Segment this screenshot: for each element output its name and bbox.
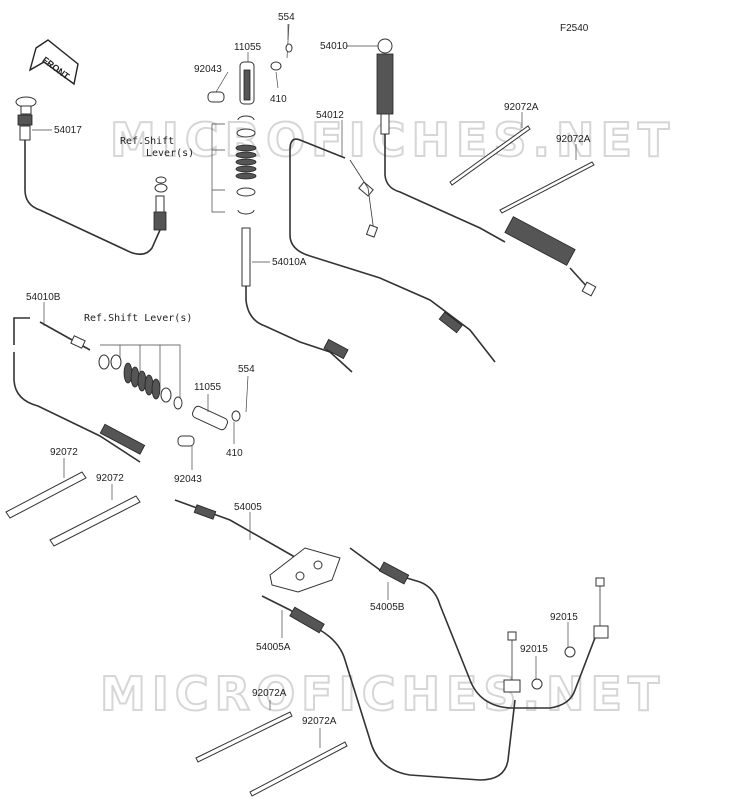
label-92043-top[interactable]: 92043: [194, 64, 222, 75]
label-54005[interactable]: 54005: [234, 502, 262, 513]
label-410-mid[interactable]: 410: [226, 448, 243, 459]
watermark-bottom: MICROFICHES.NET: [100, 667, 665, 721]
cable-54010B[interactable]: [13, 317, 146, 463]
shift-lever-parts-top: [207, 23, 293, 215]
spring-middle: [123, 362, 161, 400]
band-92072A-bottom: [195, 711, 348, 797]
label-410-top[interactable]: 410: [270, 94, 287, 105]
label-54012[interactable]: 54012: [316, 110, 344, 121]
label-92072A-1[interactable]: 92072A: [504, 102, 539, 113]
label-92072A-3[interactable]: 92072A: [252, 688, 287, 699]
label-554-top[interactable]: 554: [278, 12, 295, 23]
label-54010A[interactable]: 54010A: [272, 257, 307, 268]
label-92015-2[interactable]: 92015: [520, 644, 548, 655]
label-54005A[interactable]: 54005A: [256, 642, 291, 653]
label-11055-mid[interactable]: 11055: [194, 382, 222, 393]
ref-shift-lever-top-line1: Ref.Shift: [120, 136, 174, 147]
cable-54005B[interactable]: [349, 547, 609, 709]
label-54010[interactable]: 54010: [320, 41, 348, 52]
label-92015-1[interactable]: 92015: [550, 612, 578, 623]
label-11055-top[interactable]: 11055: [234, 42, 262, 53]
label-554-mid[interactable]: 554: [238, 364, 255, 375]
shift-lever-parts-middle: [98, 344, 249, 447]
label-92072A-4[interactable]: 92072A: [302, 716, 337, 727]
figure-code: F2540: [560, 23, 589, 34]
nut-92015: [531, 646, 576, 690]
watermark-top: MICROFICHES.NET: [110, 113, 675, 167]
band-92072A-top: [449, 125, 595, 214]
cable-54012[interactable]: [289, 138, 496, 363]
cable-54005A[interactable]: [261, 595, 521, 781]
label-92072-1[interactable]: 92072: [50, 447, 78, 458]
label-92072A-2[interactable]: 92072A: [556, 134, 591, 145]
ref-shift-lever-middle: Ref.Shift Lever(s): [84, 313, 192, 324]
leader-lines: [32, 24, 577, 748]
cable-54010A[interactable]: [241, 227, 353, 373]
cable-54017[interactable]: [15, 96, 168, 256]
label-54010B[interactable]: 54010B: [26, 292, 61, 303]
label-54005B[interactable]: 54005B: [370, 602, 405, 613]
cable-54005[interactable]: [174, 499, 341, 593]
label-92043-mid[interactable]: 92043: [174, 474, 202, 485]
band-92072-left: [5, 471, 141, 547]
label-92072-2[interactable]: 92072: [96, 473, 124, 484]
spring-top: [235, 144, 257, 180]
label-54017[interactable]: 54017: [54, 125, 82, 136]
ref-shift-lever-top-line2: Lever(s): [146, 148, 194, 159]
cable-54010[interactable]: [376, 38, 597, 297]
front-arrow-icon: FRONT: [28, 39, 79, 86]
